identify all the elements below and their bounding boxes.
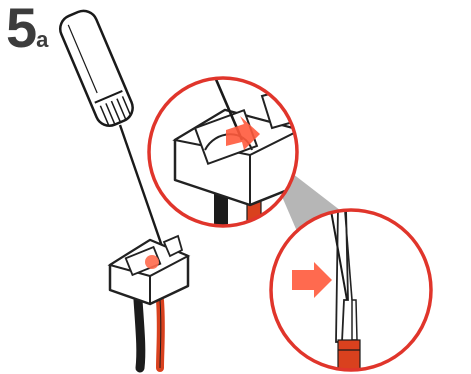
magnifier-circle-icon xyxy=(140,70,310,245)
magnifier-circle-icon xyxy=(270,205,435,374)
connector-icon xyxy=(110,236,188,368)
screwdriver-icon xyxy=(56,7,165,255)
